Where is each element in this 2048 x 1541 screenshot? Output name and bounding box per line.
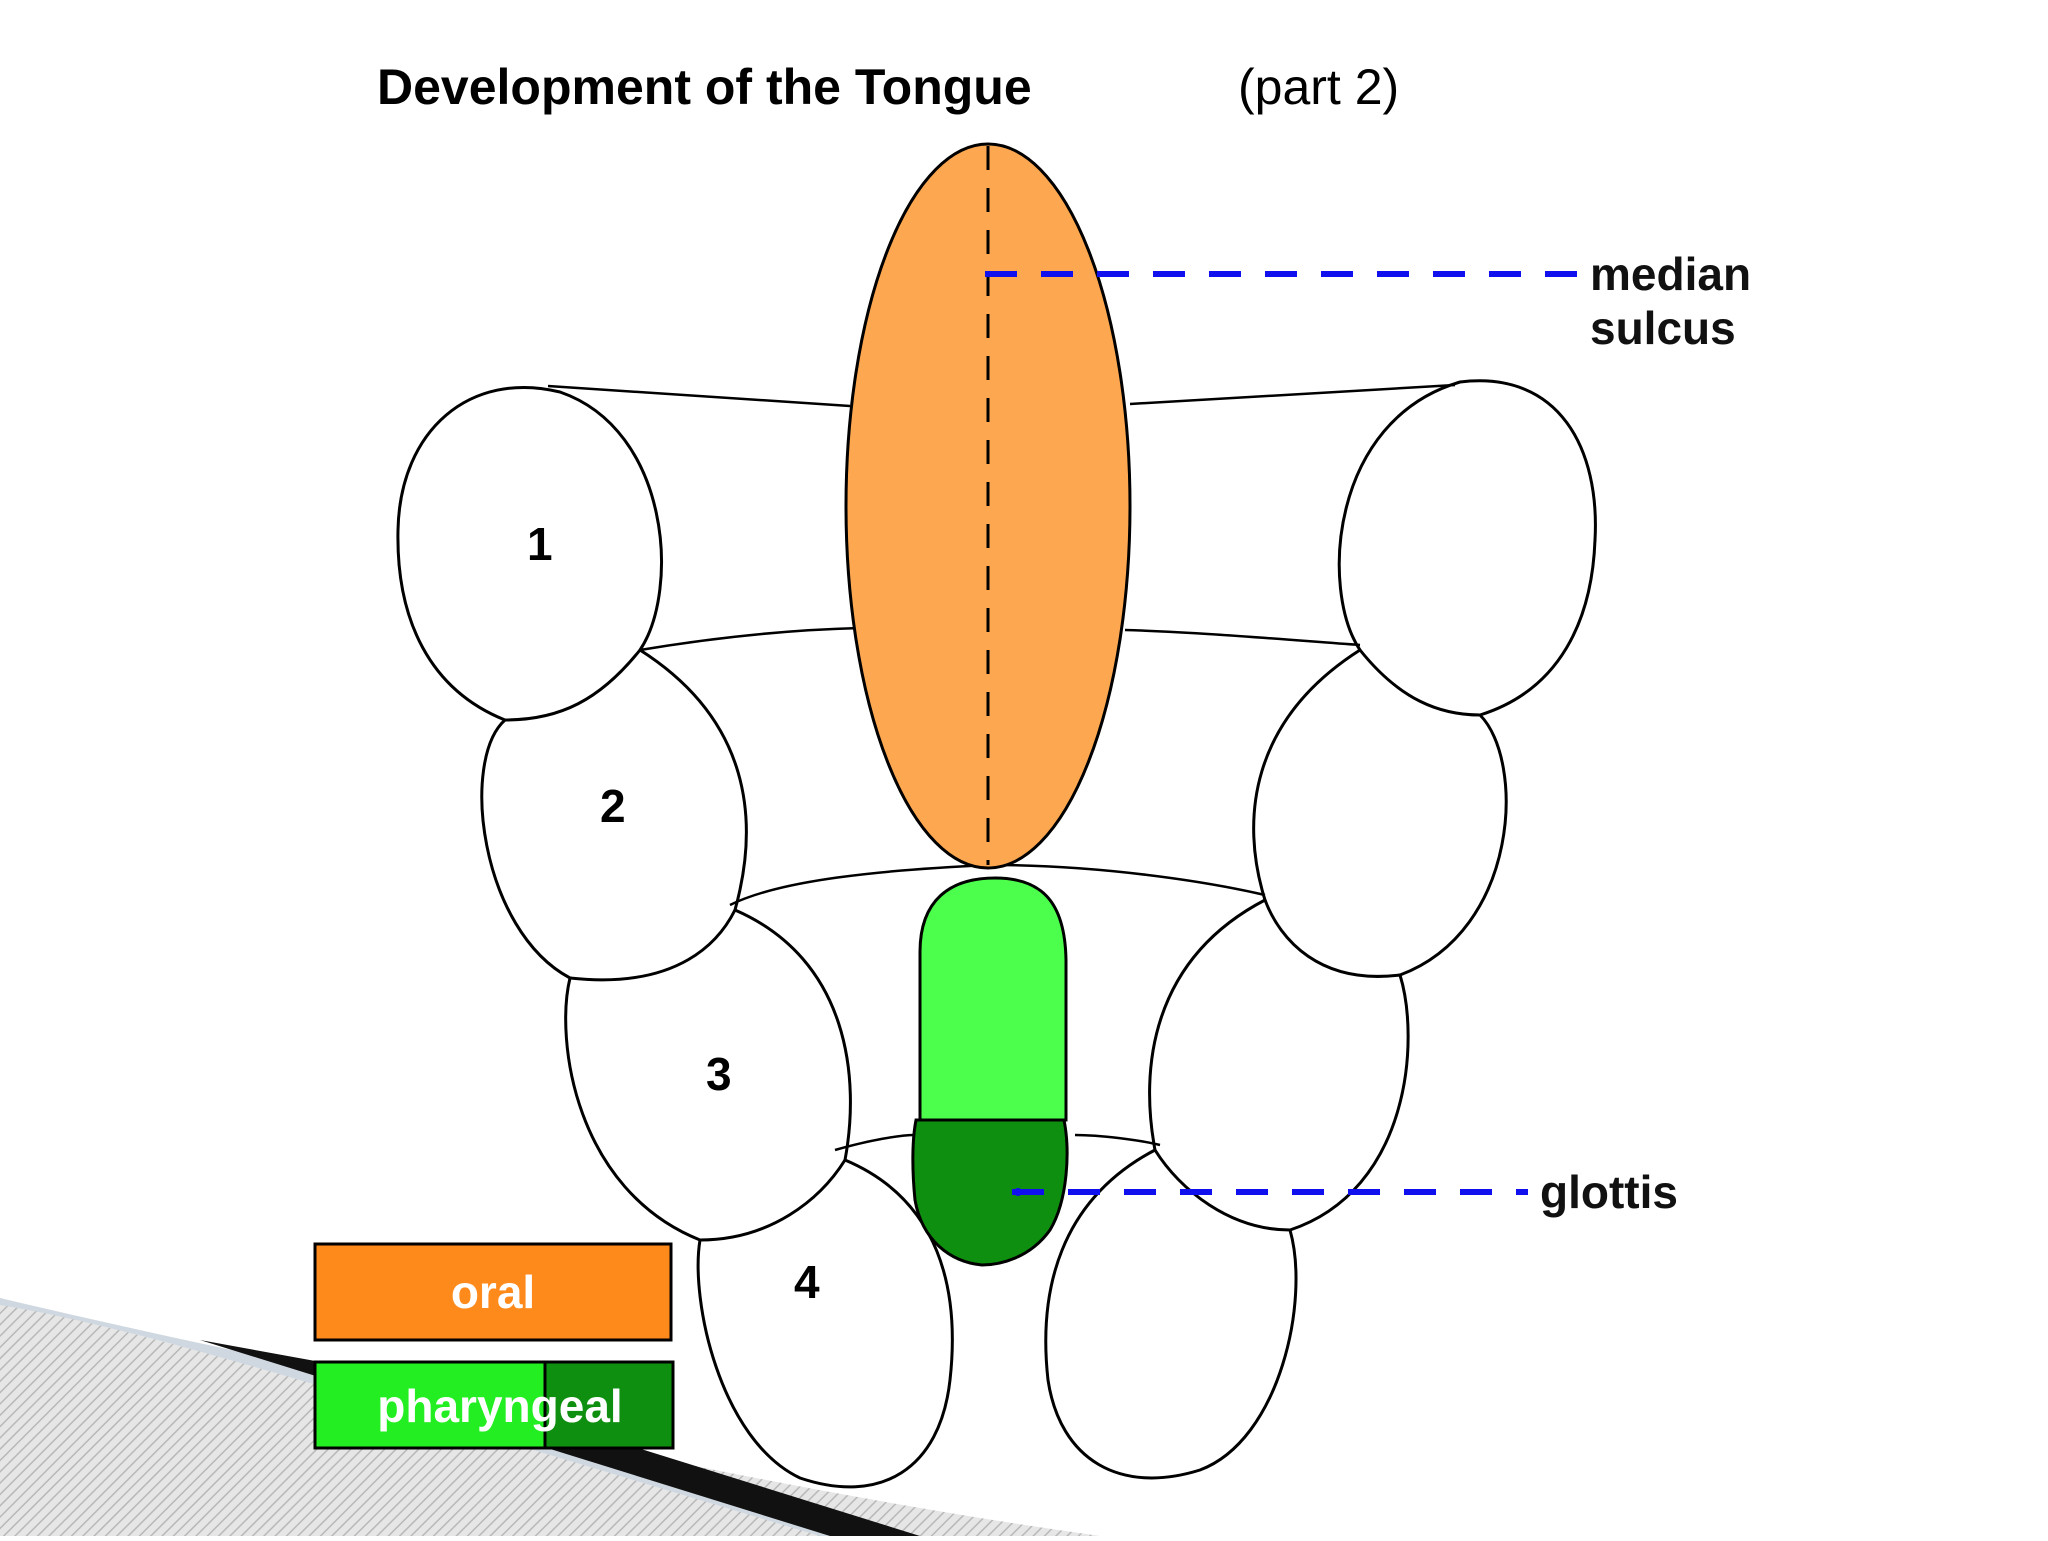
- floor-connectors: [547, 383, 1456, 1152]
- legend: oral pharyngeal: [313, 1242, 675, 1450]
- glottis-label: glottis: [1540, 1166, 1678, 1218]
- legend-oral-swatch: [313, 1242, 673, 1342]
- left-pharyngeal-arches: [396, 386, 954, 1489]
- diagram-title: Development of the Tongue (part 2): [377, 59, 1399, 115]
- legend-pharyngeal-dark-swatch: [543, 1360, 675, 1450]
- title-sub: (part 2): [1238, 59, 1399, 115]
- glottis-point: [1014, 1188, 1022, 1196]
- right-pharyngeal-arches: [1044, 379, 1597, 1480]
- leader-lines: [985, 271, 1578, 1196]
- left-arch-4: [696, 1158, 954, 1489]
- legend-pharyngeal-label: pharyngeal: [377, 1380, 622, 1432]
- title-main: Development of the Tongue: [377, 59, 1032, 115]
- arch-number-3: 3: [706, 1048, 732, 1100]
- legend-oral-label: oral: [451, 1266, 535, 1318]
- arch-number-4: 4: [794, 1256, 820, 1308]
- right-arch-1: [1337, 379, 1597, 717]
- arch-number-2: 2: [600, 780, 626, 832]
- pharyngeal-tongue-swelling: [918, 876, 1068, 1122]
- median-sulcus-label-line1: median: [1590, 248, 1751, 300]
- epiglottal-swelling: [911, 1118, 1069, 1267]
- right-arch-4: [1044, 1148, 1298, 1480]
- structure-labels: median sulcus glottis: [1540, 248, 1751, 1218]
- median-sulcus-label-line2: sulcus: [1590, 302, 1736, 354]
- arch-numbers: 1 2 3 4: [527, 518, 820, 1308]
- arch-number-1: 1: [527, 518, 553, 570]
